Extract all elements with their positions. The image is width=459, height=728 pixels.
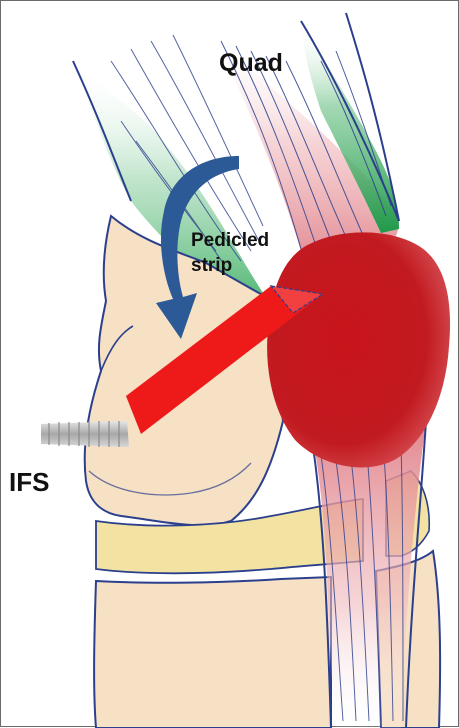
interference-screw-icon xyxy=(41,421,129,447)
pedicled-label-line2: strip xyxy=(191,255,232,276)
pedicled-label-line1: Pedicled xyxy=(191,230,269,251)
patella xyxy=(267,232,450,467)
ifs-label: IFS xyxy=(9,467,49,497)
quad-label: Quad xyxy=(219,49,283,77)
